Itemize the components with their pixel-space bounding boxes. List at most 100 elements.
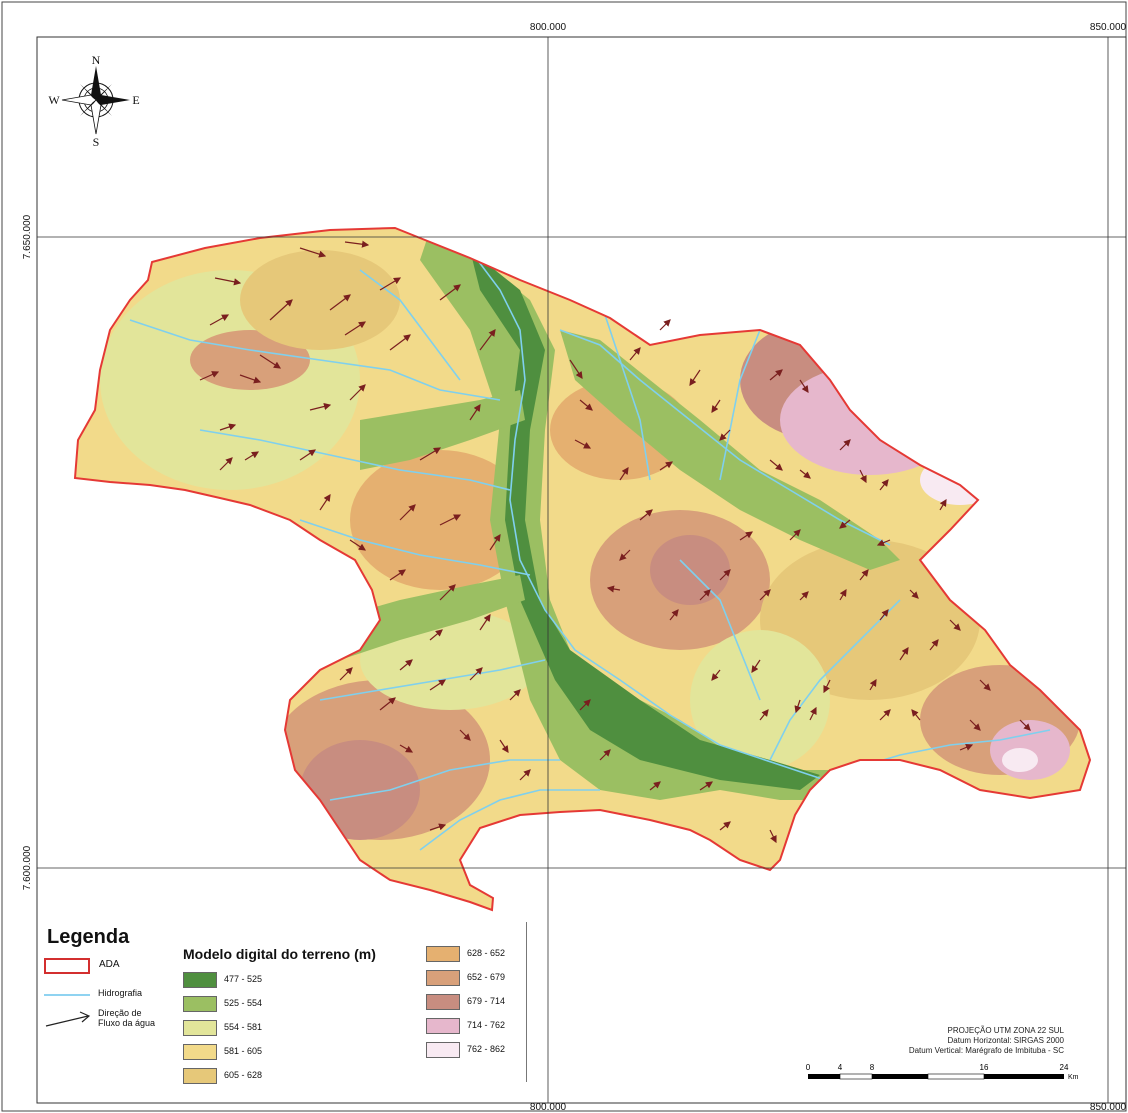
- flow-arrow: [259, 354, 282, 369]
- flow-arrow: [929, 639, 939, 651]
- flow-arrow: [869, 678, 877, 691]
- flow-arrow: [879, 609, 889, 621]
- flow-arrow: [859, 469, 867, 484]
- flow-arrow: [344, 321, 367, 336]
- grid-label-left-7600000: 7.600.000: [22, 845, 33, 890]
- elevation-class-label: 652 - 679: [467, 972, 506, 982]
- flow-arrow: [439, 514, 462, 526]
- flow-arrow: [606, 585, 621, 593]
- flow-arrow: [399, 659, 413, 671]
- flow-arrow: [379, 277, 402, 291]
- hydrography-label: Hidrografia: [98, 988, 143, 998]
- flow-arrow: [459, 729, 471, 741]
- flow-arrow: [909, 589, 919, 599]
- flow-arrow: [1019, 719, 1031, 731]
- flow-arrow: [719, 429, 731, 441]
- flow-arrow: [979, 679, 991, 691]
- flow-arrow: [389, 569, 406, 581]
- flow-arrow: [969, 719, 981, 731]
- flow-arrow: [379, 697, 396, 711]
- flow-arrow: [499, 739, 509, 753]
- scale-seg-4: [927, 1073, 985, 1080]
- flow-arrow: [239, 374, 262, 384]
- mdt-title: Modelo digital do terreno (m): [183, 946, 376, 962]
- flow-arrow: [209, 314, 230, 326]
- elevation-class-swatch: [426, 1042, 460, 1058]
- grid-label-top-850000: 850.000: [1090, 22, 1127, 33]
- flow-arrow: [439, 284, 461, 301]
- flow-arrow: [214, 277, 242, 286]
- flow-arrow: [639, 509, 653, 521]
- flow-arrow: [699, 781, 713, 791]
- elevation-class-swatch: [426, 970, 460, 986]
- flow-arrow: [489, 534, 501, 551]
- scale-seg-2: [839, 1073, 873, 1080]
- scale-bar: 0 4 8 16 24 Km: [806, 1063, 1079, 1081]
- flow-arrow: [959, 743, 974, 751]
- compass-e: E: [132, 93, 139, 107]
- elevation-class-swatch: [426, 1018, 460, 1034]
- legend-separator: [526, 922, 527, 1082]
- flow-arrow: [439, 584, 456, 601]
- grid-label-left-7650000: 7.650.000: [22, 214, 33, 259]
- flow-arrow: [859, 569, 869, 581]
- elevation-class-swatch: [183, 1020, 217, 1036]
- elevation-class-label: 762 - 862: [467, 1044, 506, 1054]
- flow-arrow: [244, 451, 260, 461]
- flow-arrow: [389, 334, 411, 351]
- flow-arrow: [939, 498, 947, 511]
- flow-arrow: [219, 457, 233, 471]
- elevation-class-swatch: [183, 1044, 217, 1060]
- elevation-class-label: 714 - 762: [467, 1020, 506, 1030]
- flow-arrow: [799, 469, 811, 479]
- ada-swatch: [44, 958, 90, 974]
- elevation-class-label: 628 - 652: [467, 948, 506, 958]
- flow-arrow: [429, 679, 446, 691]
- flow-arrow: [349, 539, 366, 551]
- flow-arrow: [879, 479, 889, 491]
- flow-arrow: [789, 529, 801, 541]
- flow-arrow: [659, 461, 673, 471]
- flow-arrow: [799, 591, 809, 601]
- ada-label: ADA: [99, 959, 120, 970]
- projection-line-2: Datum Horizontal: SIRGAS 2000: [947, 1036, 1065, 1045]
- flow-arrow: [329, 294, 351, 311]
- flow-arrow: [344, 240, 370, 248]
- flow-arrow: [769, 829, 777, 844]
- flow-arrow: [839, 588, 847, 601]
- flow-arrow: [911, 709, 921, 721]
- flow-arrow: [599, 749, 611, 761]
- elevation-class-swatch: [426, 946, 460, 962]
- grid-label-bottom-800000: 800.000: [530, 1102, 567, 1113]
- elevation-class-swatch: [183, 1068, 217, 1084]
- flow-arrow: [669, 609, 679, 621]
- flow-arrow: [299, 247, 327, 258]
- flow-arrow: [879, 709, 891, 721]
- flow-arrow: [479, 329, 496, 351]
- flow-arrow: [349, 384, 366, 401]
- flow-arrow: [699, 589, 711, 601]
- flow-arrow: [629, 347, 641, 361]
- flow-arrow: [509, 689, 521, 701]
- flow-arrow: [751, 659, 761, 673]
- projection-info: PROJEÇÃO UTM ZONA 22 SUL Datum Horizonta…: [804, 1026, 1064, 1056]
- flow-arrow: [399, 744, 414, 753]
- flow-arrow: [469, 404, 481, 421]
- flow-arrow: [794, 699, 802, 714]
- scale-tick-0: 0: [806, 1063, 811, 1072]
- flow-arrow: [809, 706, 817, 721]
- scale-tick-16: 16: [980, 1063, 989, 1072]
- elevation-class-swatch: [183, 972, 217, 988]
- scale-seg-3: [872, 1074, 928, 1079]
- flow-arrow: [711, 399, 721, 413]
- compass-s: S: [93, 135, 100, 149]
- elevation-class-label: 581 - 605: [224, 1046, 263, 1056]
- flow-arrow: [419, 447, 442, 461]
- flow-arrow: [899, 647, 909, 661]
- flow-arrow: [769, 369, 783, 381]
- flow-arrow: [739, 531, 753, 541]
- flow-arrow: [839, 439, 851, 451]
- map-frame: [36, 36, 1127, 1104]
- flow-arrow: [719, 821, 731, 831]
- elevation-class-swatch: [426, 994, 460, 1010]
